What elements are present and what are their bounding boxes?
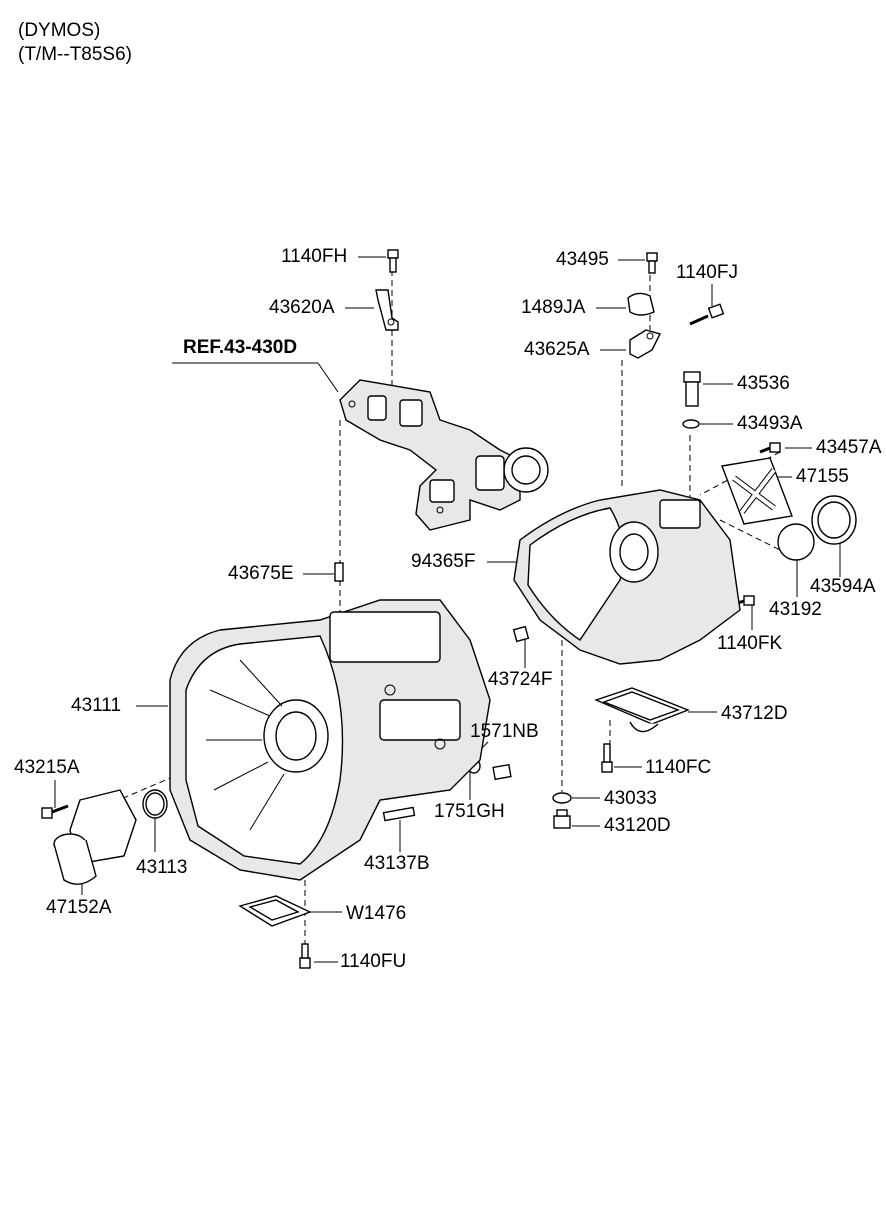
header-brand: (DYMOS) [18,20,101,41]
label-43120D: 43120D [604,815,671,836]
oring-43113 [142,789,168,819]
washer-43493A [682,419,700,429]
label-43620A: 43620A [269,297,335,318]
label-47152A: 47152A [46,897,112,918]
label-1140FH: 1140FH [281,246,348,267]
label-43724F: 43724F [488,669,553,690]
label-43033: 43033 [604,788,657,809]
sensor-1571NB [492,763,512,781]
label-43215A: 43215A [14,757,80,778]
label-43495: 43495 [556,249,609,270]
label-43113: 43113 [136,857,188,878]
label-1140FJ: 1140FJ [676,262,738,283]
label-1571NB: 1571NB [470,721,539,742]
gasket-W1476 [238,895,312,927]
pin-43724F [512,625,530,643]
label-43536: 43536 [737,373,790,394]
sleeve-47152A [53,789,137,885]
label-43111: 43111 [71,695,122,716]
label-reference: REF.43-430D [183,337,298,358]
transmission-case [169,599,491,881]
switch-43536 [683,371,701,407]
label-1140FC: 1140FC [645,757,712,778]
extension-housing [513,489,741,665]
pin-43137B [382,806,416,822]
label-43137B: 43137B [364,853,430,874]
bracket-43625A [629,329,662,359]
bolt-1140FU [299,943,311,969]
bolt-43457A [759,442,781,454]
header-model: (T/M--T85S6) [18,44,132,65]
label-1140FK: 1140FK [717,633,783,654]
pin-43675E [334,562,344,582]
label-1751GH: 1751GH [434,801,505,822]
label-43493A: 43493A [737,413,803,434]
label-43625A: 43625A [524,339,590,360]
cover-47155 [721,457,793,525]
bolt-1140FH [387,249,399,273]
bolt-1140FJ [689,303,725,326]
clip-1489JA [627,292,655,316]
bolt-1140FC [601,743,613,773]
bracket-43620A [375,289,399,331]
plug-43120D [553,809,571,829]
plug-43192 [777,523,815,561]
bolt-43495 [646,252,658,274]
oring-43033 [552,792,572,804]
label-43712D: 43712D [721,703,788,724]
label-1489JA: 1489JA [521,297,586,318]
label-W1476: W1476 [346,903,407,924]
shift-control-assembly [339,379,549,531]
label-43192: 43192 [769,599,822,620]
leader-lines [54,256,841,963]
seal-43594A [811,495,857,545]
label-1140FU: 1140FU [340,951,407,972]
label-47155: 47155 [796,466,849,487]
label-43675E: 43675E [228,563,294,584]
label-94365F: 94365F [411,551,476,572]
cover-43712D [594,687,690,733]
label-43594A: 43594A [810,576,876,597]
bolt-43215A [41,804,69,819]
label-43457A: 43457A [816,437,882,458]
